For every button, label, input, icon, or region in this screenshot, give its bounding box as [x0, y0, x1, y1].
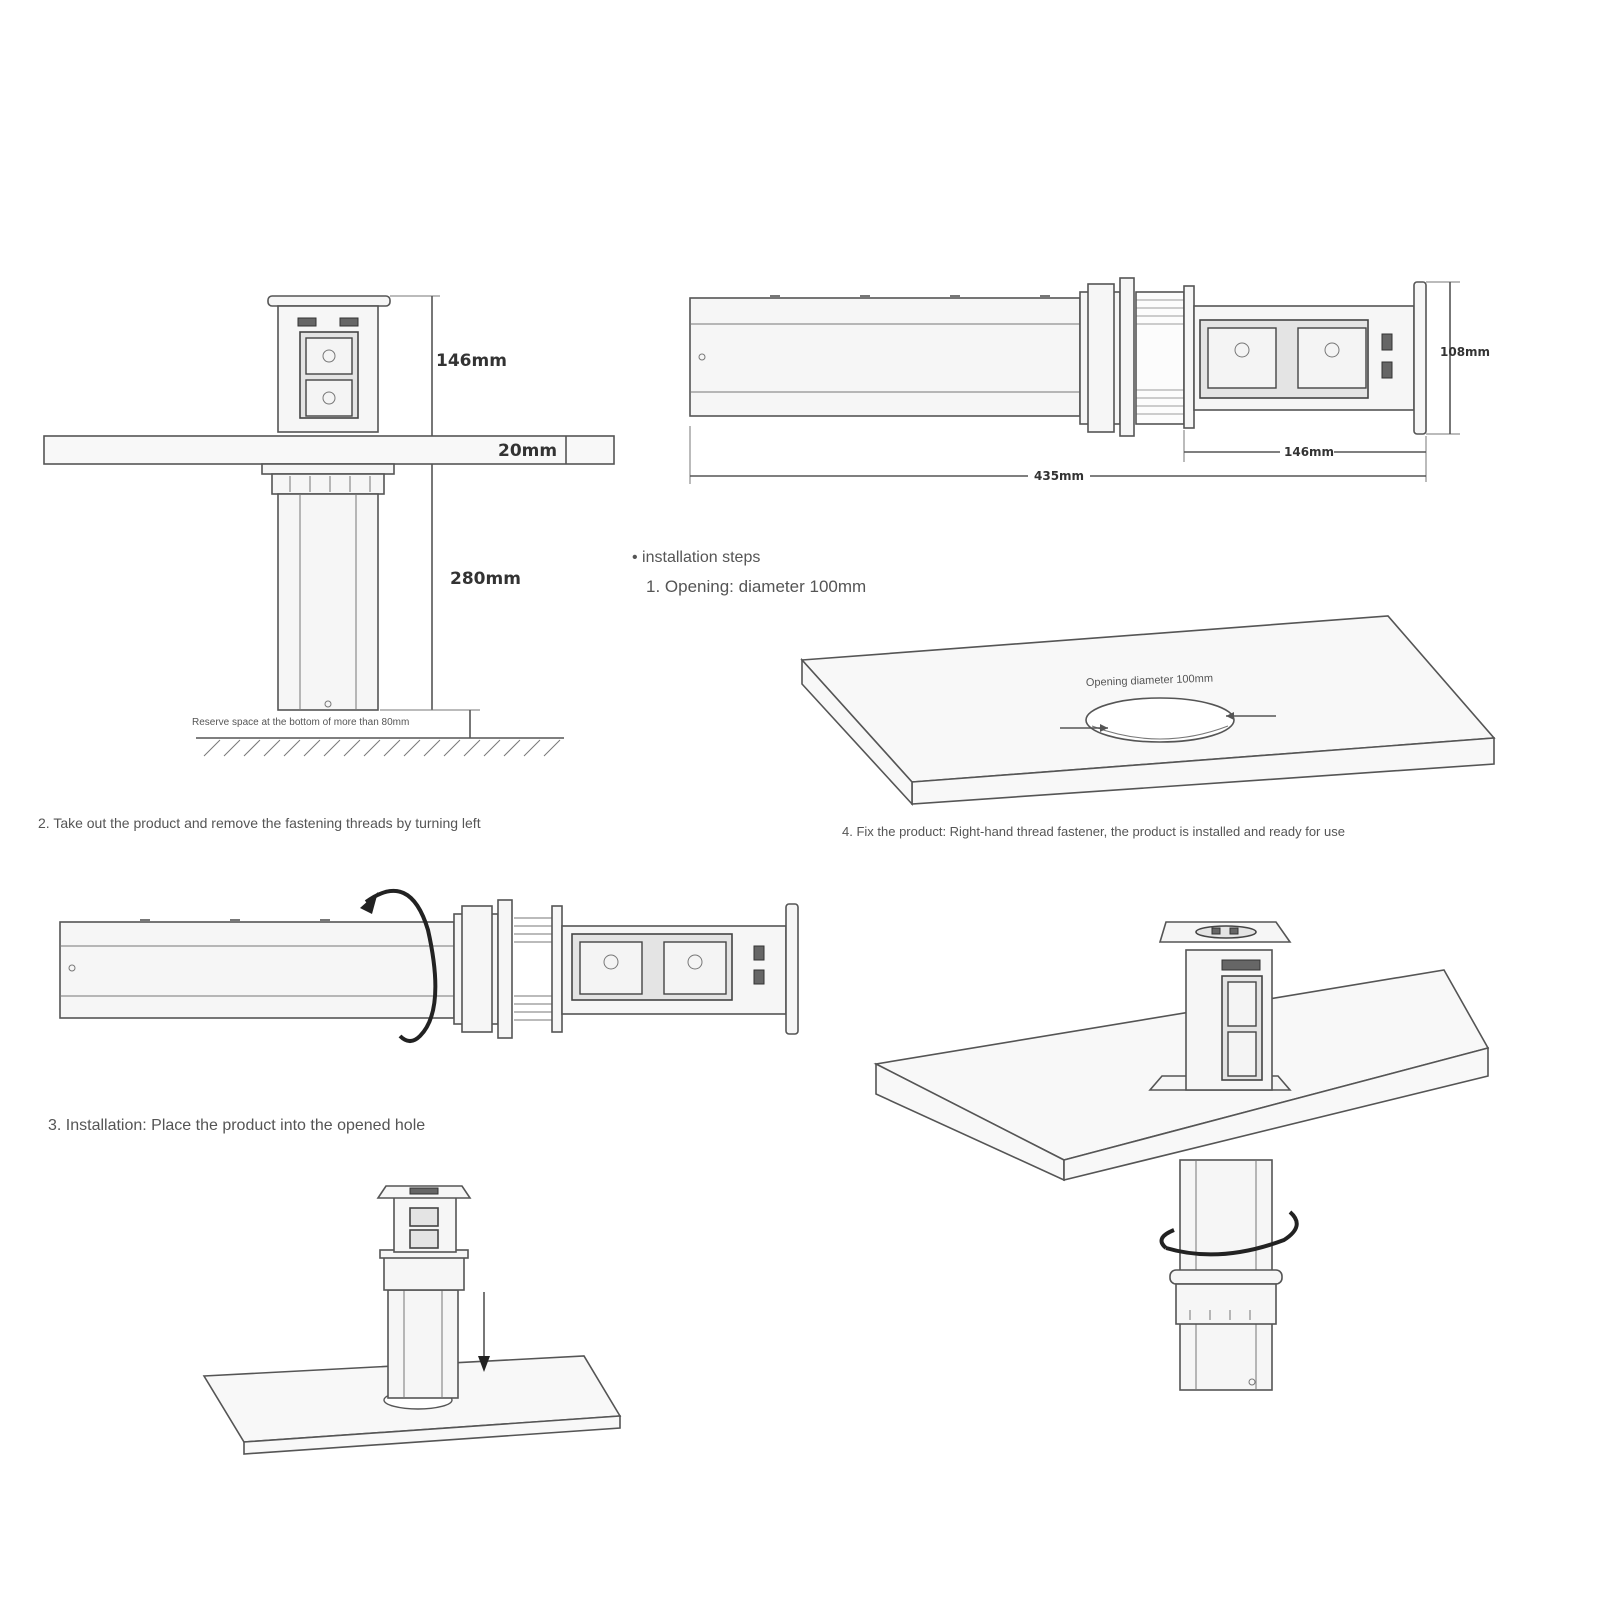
dim-146mm-side: 146mm: [1284, 445, 1334, 459]
dim-20mm: 20mm: [498, 441, 557, 461]
front-elevation-drawing: [43, 295, 615, 757]
dim-435mm: 435mm: [1034, 469, 1084, 483]
step-2-product-drawing: [59, 888, 799, 1043]
step-3-product-drawing: [202, 1185, 622, 1455]
step-1-text: 1. Opening: diameter 100mm: [646, 577, 866, 596]
step-4-product-drawing: [873, 921, 1490, 1391]
step-2-text: 2. Take out the product and remove the f…: [38, 815, 481, 831]
front-countertop: [43, 435, 615, 465]
step-4-text: 4. Fix the product: Right-hand thread fa…: [842, 824, 1345, 839]
step-1-board-drawing: [800, 615, 1496, 807]
opening-diameter-label: Opening diameter 100mm: [1086, 673, 1214, 689]
dim-108mm: 108mm: [1440, 345, 1490, 359]
dim-280mm: 280mm: [450, 569, 521, 589]
side-elevation-drawing: [689, 277, 1460, 484]
step-3-text: 3. Installation: Place the product into …: [48, 1117, 425, 1134]
reserve-space-note: Reserve space at the bottom of more than…: [192, 717, 409, 728]
installation-steps-header: • installation steps: [632, 549, 760, 566]
dim-146mm-front: 146mm: [436, 351, 507, 371]
